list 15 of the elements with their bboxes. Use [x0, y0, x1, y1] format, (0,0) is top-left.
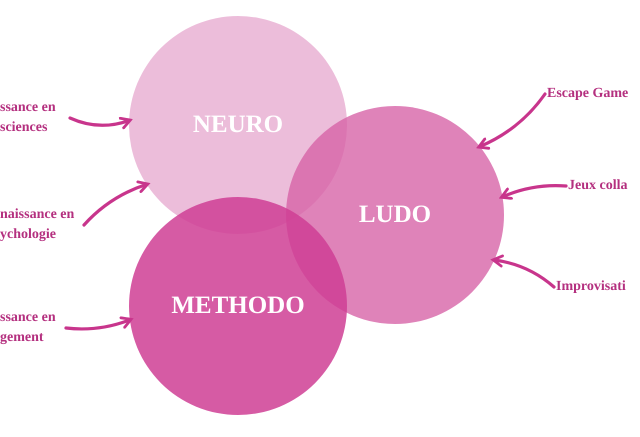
circle-label: NEURO	[192, 111, 284, 139]
topic-text: ssance en sciences	[0, 98, 68, 138]
topic-text: Improvisati	[556, 277, 626, 297]
arrow	[82, 180, 150, 227]
topic-text: Jeux colla	[568, 176, 628, 196]
arrow	[64, 316, 132, 331]
arrow	[68, 116, 132, 130]
topic-text: Escape Game	[547, 84, 628, 104]
circle-label: METHODO	[171, 292, 305, 320]
circle-label: LUDO	[358, 201, 432, 229]
arrow	[500, 184, 568, 200]
arrow	[492, 254, 556, 289]
arrow	[477, 92, 547, 150]
topic-text: naissance en ychologie	[0, 205, 82, 245]
topic-text: ssance en gement	[0, 308, 64, 348]
